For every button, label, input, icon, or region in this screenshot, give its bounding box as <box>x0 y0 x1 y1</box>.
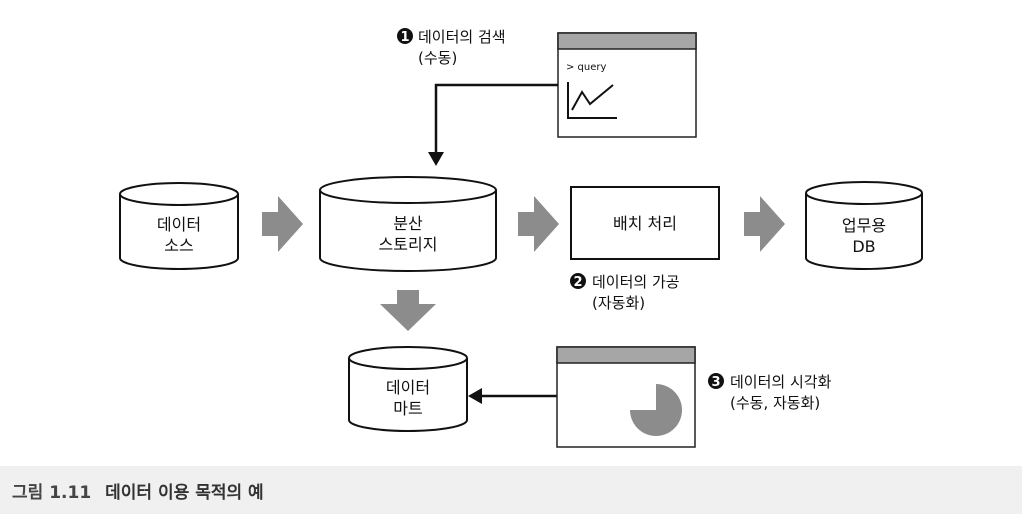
storage-line-2: 스토리지 <box>379 235 438 254</box>
figure-caption: 그림 1.11 데이터 이용 목적의 예 <box>12 478 264 503</box>
distributed-storage-cylinder: 분산 스토리지 <box>319 176 497 272</box>
batch-processing-box: 배치 처리 <box>570 186 720 260</box>
batch-processing-label: 배치 처리 <box>613 214 677 233</box>
data-mart-line-1: 데이터 <box>386 378 430 397</box>
visualization-window <box>556 346 696 448</box>
step-1-badge <box>397 28 413 44</box>
step-3-title: 데이터의 시각화 <box>730 373 832 391</box>
svg-text:3: 3 <box>711 375 720 390</box>
business-db-line-1: 업무용 <box>842 216 886 235</box>
step-2-title: 데이터의 가공 <box>592 273 680 291</box>
data-source-line-2: 소스 <box>164 236 193 255</box>
step-3-badge <box>708 373 724 389</box>
figure-number: 그림 1.11 <box>12 483 92 503</box>
step-2-badge <box>570 273 586 289</box>
step-2-label: 2 데이터의 가공 (자동화) <box>570 273 680 312</box>
step-1-mode: (수동) <box>418 49 457 67</box>
visualization-connector-arrow <box>468 388 557 404</box>
business-db-line-2: DB <box>852 237 875 256</box>
data-source-cylinder: 데이터 소스 <box>119 182 239 270</box>
step-1-title: 데이터의 검색 <box>418 28 506 46</box>
step-2-mode: (자동화) <box>592 294 645 312</box>
business-db-cylinder: 업무용 DB <box>805 181 923 270</box>
query-window: > query <box>557 32 697 138</box>
query-prompt: > query <box>566 62 607 73</box>
svg-text:1: 1 <box>400 30 409 45</box>
data-mart-cylinder: 데이터 마트 <box>348 346 468 432</box>
step-1-label: 1 데이터의 검색 (수동) <box>397 28 506 67</box>
storage-line-1: 분산 <box>393 214 423 233</box>
data-mart-line-2: 마트 <box>393 399 422 418</box>
step-3-label: 3 데이터의 시각화 (수동, 자동화) <box>708 373 832 412</box>
pie-chart-icon <box>630 384 682 436</box>
query-connector-arrow <box>428 83 558 166</box>
flow-arrow-batch-to-db <box>744 196 785 252</box>
caption-bar <box>0 466 1022 514</box>
step-3-mode: (수동, 자동화) <box>730 394 820 412</box>
flow-arrow-source-to-storage <box>262 196 303 252</box>
line-graph-icon <box>567 82 617 119</box>
data-source-line-1: 데이터 <box>157 215 201 234</box>
svg-text:2: 2 <box>573 275 582 290</box>
flow-arrow-storage-to-mart <box>380 290 436 331</box>
figure-title: 데이터 이용 목적의 예 <box>105 483 264 503</box>
flow-arrow-storage-to-batch <box>518 196 559 252</box>
